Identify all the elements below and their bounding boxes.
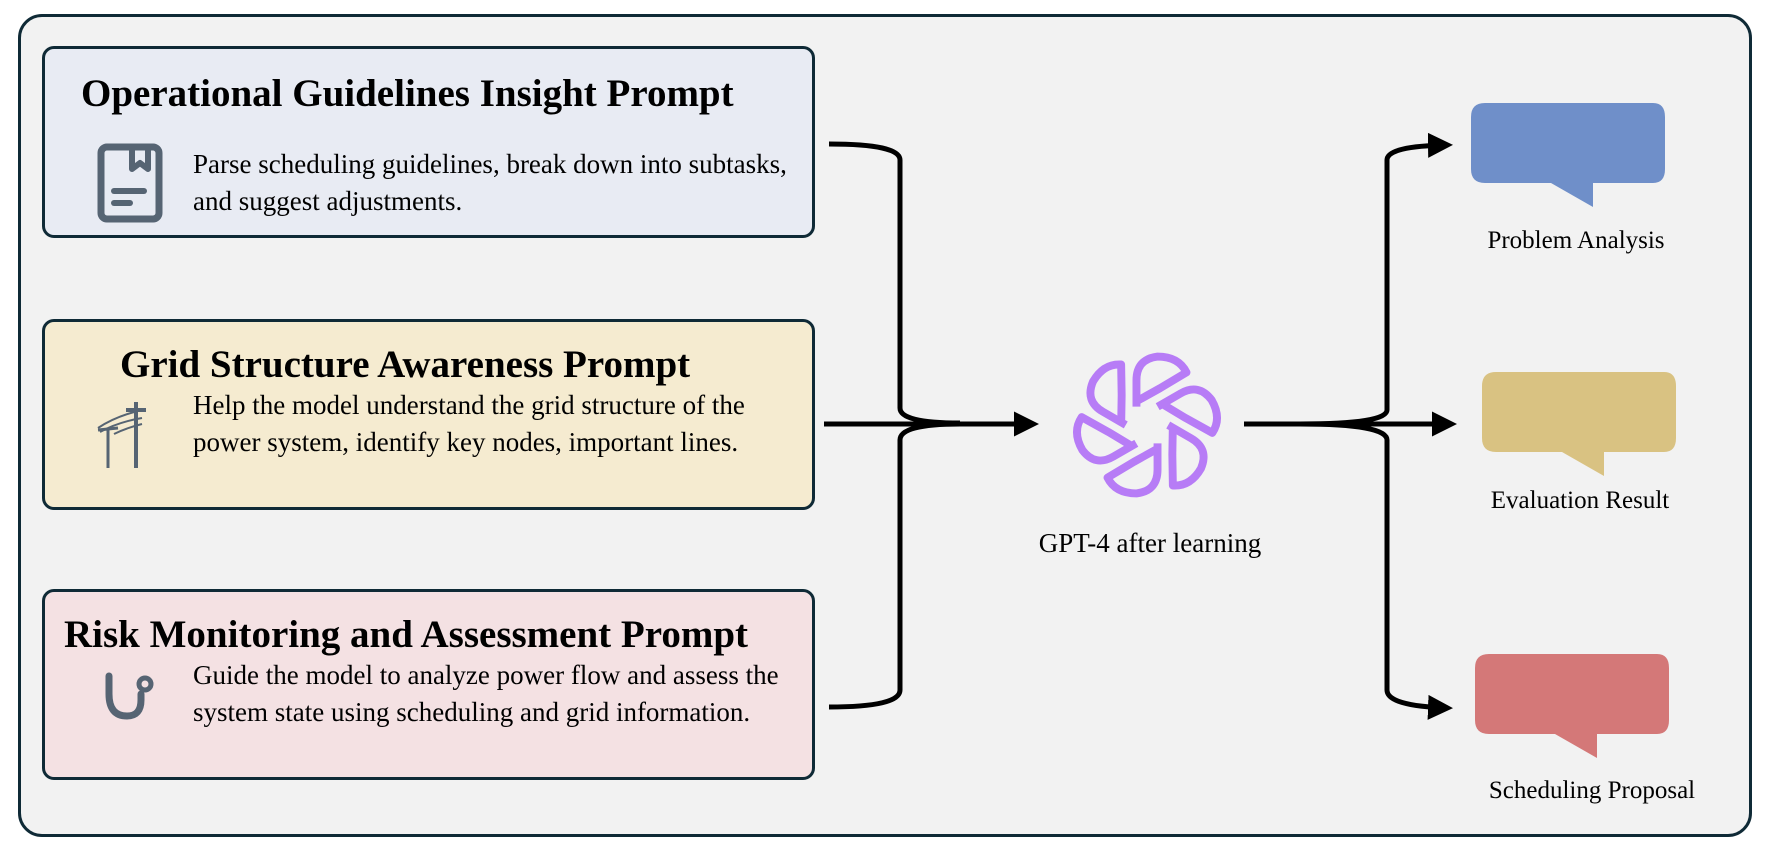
stethoscope-icon <box>105 672 154 720</box>
prompt-description: Guide the model to analyze power flow an… <box>193 660 779 727</box>
connector-to-output-3 <box>1299 421 1453 720</box>
connector-to-output-1 <box>1299 132 1453 427</box>
prompt-box-grid-structure: Grid Structure Awareness Prompt Help the… <box>42 319 815 510</box>
prompt-box-risk-monitoring: Risk Monitoring and Assessment Prompt Gu… <box>42 589 815 780</box>
output-label-evaluation-result: Evaluation Result <box>1490 487 1670 514</box>
prompt-title: Grid Structure Awareness Prompt <box>120 343 691 386</box>
model-label: GPT-4 after learning <box>1038 528 1262 558</box>
speech-bubble-icon <box>1471 103 1665 207</box>
speech-bubble-icon <box>1475 654 1669 758</box>
prompt-box-operational-guidelines: Operational Guidelines Insight Prompt Pa… <box>42 46 815 238</box>
connector-from-prompt-3 <box>828 421 961 710</box>
prompt-title: Risk Monitoring and Assessment Prompt <box>64 613 749 656</box>
output-label-scheduling-proposal: Scheduling Proposal <box>1488 777 1696 804</box>
document-bookmark-icon <box>97 143 163 223</box>
speech-bubble-icon <box>1482 372 1676 476</box>
connector-from-prompt-1 <box>828 141 961 426</box>
openai-logo-icon <box>1068 352 1226 506</box>
output-label-problem-analysis: Problem Analysis <box>1487 227 1665 254</box>
prompt-description: Parse scheduling guidelines, break down … <box>193 149 787 216</box>
power-pole-icon <box>97 402 146 468</box>
prompt-description: Help the model understand the grid struc… <box>193 390 745 457</box>
prompt-title: Operational Guidelines Insight Prompt <box>81 72 734 115</box>
